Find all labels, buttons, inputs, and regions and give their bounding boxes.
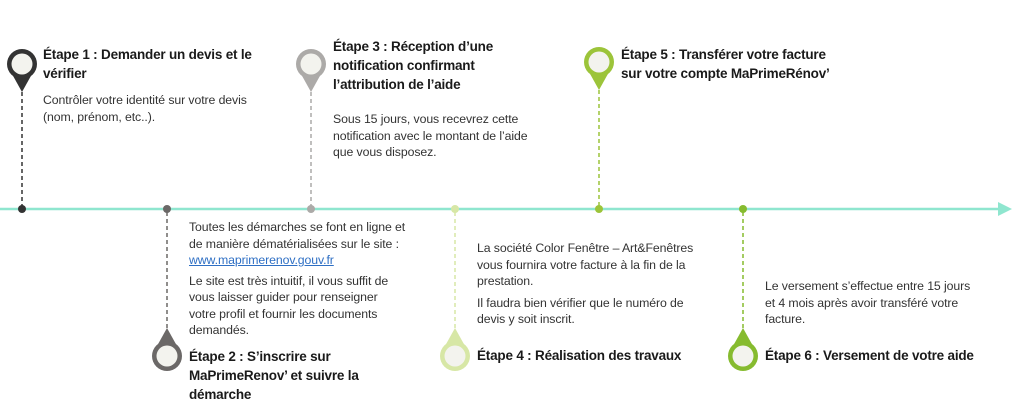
title-line: Étape 6 : Versement de votre aide	[765, 348, 974, 363]
step-1-description: Contrôler votre identité sur votre devis…	[43, 92, 252, 125]
step-1-pin-tip	[12, 74, 32, 92]
title-line: Étape 1 : Demander un devis et le	[43, 47, 252, 62]
step-3-title: Étape 3 : Réception d’une notification c…	[333, 37, 527, 94]
title-line: notification confirmant	[333, 58, 475, 73]
text-line: Sous 15 jours, vous recevrez cette	[333, 112, 519, 126]
title-line: Étape 5 : Transférer votre facture	[621, 47, 826, 62]
text-line: et 4 mois après avoir transféré votre	[765, 295, 959, 310]
step-4-pin-tip	[445, 328, 465, 346]
title-line: démarche	[189, 387, 252, 402]
step-2-description: Toutes les démarches se font en ligne et…	[189, 219, 405, 339]
title-line: l’attribution de l’aide	[333, 77, 461, 92]
step-6-title: Étape 6 : Versement de votre aide	[765, 346, 974, 365]
text-line: votre profil et fournir les documents	[189, 306, 378, 321]
step-1-title: Étape 1 : Demander un devis et le vérifi…	[43, 45, 252, 83]
step-5-title: Étape 5 : Transférer votre facture sur v…	[621, 45, 830, 83]
step-6-description: Le versement s’effectue entre 15 jours e…	[765, 278, 970, 328]
step-6: Le versement s’effectue entre 15 jours e…	[765, 278, 970, 333]
text-line: que vous disposez.	[333, 145, 437, 159]
text-line: facture.	[765, 312, 806, 326]
maprimerenov-link[interactable]: www.maprimerenov.gouv.fr	[189, 253, 334, 267]
text-line: Contrôler votre identité sur votre devis	[43, 93, 247, 107]
step-4-pin-center	[444, 345, 466, 367]
step-3: Étape 3 : Réception d’une notification c…	[333, 37, 528, 166]
text-line: (nom, prénom, etc..).	[43, 109, 156, 124]
title-line: Étape 4 : Réalisation des travaux	[477, 348, 682, 363]
step-3-pin-tip	[301, 74, 321, 92]
text-line: La société Color Fenêtre – Art&Fenêtres	[477, 241, 694, 255]
step-5-timeline-dot	[595, 205, 603, 213]
step-4-title: Étape 4 : Réalisation des travaux	[477, 346, 681, 365]
step-2-timeline-dot	[163, 205, 171, 213]
text-line: vous laisser guider pour renseigner	[189, 290, 378, 304]
text-line: Le versement s’effectue entre 15 jours	[765, 279, 971, 293]
step-1: Étape 1 : Demander un devis et le vérifi…	[43, 45, 252, 130]
step-2-pin-center	[156, 345, 178, 367]
title-line: sur votre compte MaPrimeRénov’	[621, 66, 830, 81]
step-5-pin-center	[588, 51, 610, 73]
text-line: devis y soit inscrit.	[477, 312, 575, 326]
text-line: Il faudra bien vérifier que le numéro de	[477, 295, 684, 310]
title-line: MaPrimeRenov’ et suivre la	[189, 368, 359, 383]
step-1-pin-center	[11, 53, 33, 75]
step-2: Toutes les démarches se font en ligne et…	[189, 219, 405, 344]
step-2-title: Étape 2 : S’inscrire sur MaPrimeRenov’ e…	[189, 347, 359, 404]
title-line: Étape 3 : Réception d’une	[333, 39, 494, 54]
timeline-arrow-icon	[998, 202, 1012, 216]
title-line: Étape 2 : S’inscrire sur	[189, 349, 331, 364]
step-3-description: Sous 15 jours, vous recevrez cette notif…	[333, 111, 528, 161]
step-3-pin-center	[300, 53, 322, 75]
step-4-description: La société Color Fenêtre – Art&Fenêtres …	[477, 240, 693, 328]
step-4-timeline-dot	[451, 205, 459, 213]
step-6-pin-center	[732, 345, 754, 367]
step-5-pin-tip	[589, 72, 609, 90]
step-3-timeline-dot	[307, 205, 315, 213]
step-5: Étape 5 : Transférer votre facture sur v…	[621, 45, 830, 83]
text-line: vous fournira votre facture à la fin de …	[477, 257, 686, 272]
title-line: vérifier	[43, 66, 87, 81]
text-line: Toutes les démarches se font en ligne et	[189, 220, 406, 234]
text-line: de manière dématérialisées sur le site :	[189, 236, 399, 251]
text-line: demandés.	[189, 323, 249, 337]
step-6-pin-tip	[733, 328, 753, 346]
step-4: La société Color Fenêtre – Art&Fenêtres …	[477, 240, 693, 333]
text-line: Le site est très intuitif, il vous suffi…	[189, 273, 389, 288]
step-6-timeline-dot	[739, 205, 747, 213]
step-2-pin-tip	[157, 328, 177, 346]
text-line: notification avec le montant de l’aide	[333, 128, 528, 143]
text-line: prestation.	[477, 274, 534, 288]
step-1-timeline-dot	[18, 205, 26, 213]
